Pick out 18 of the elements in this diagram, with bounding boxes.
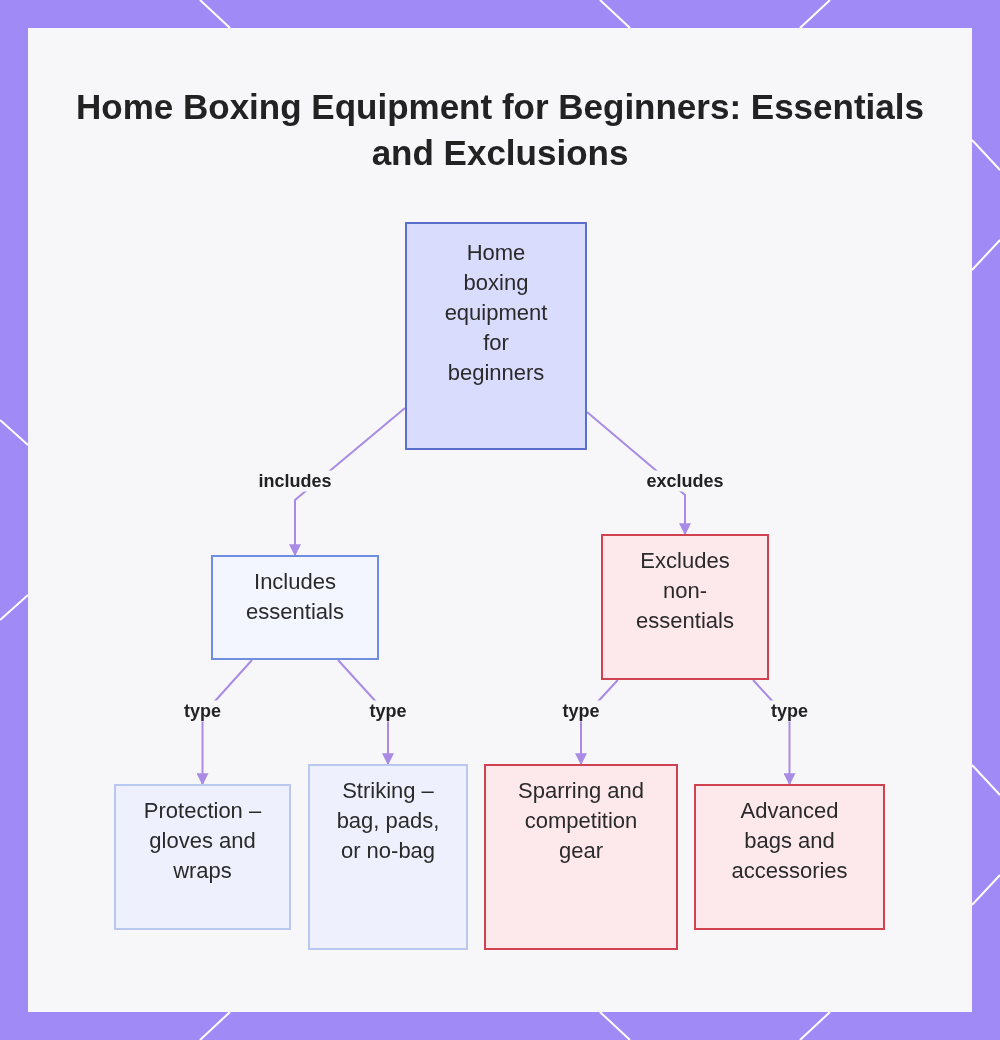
node-text: Advanced bags and accessories: [730, 797, 849, 885]
diagram-title: Home Boxing Equipment for Beginners: Essentials and Exclusions: [75, 86, 925, 174]
node-text: Protection – gloves and wraps: [142, 797, 263, 885]
edge-label: type: [768, 700, 811, 722]
concept-box: [405, 222, 587, 450]
edge-label: type: [181, 700, 224, 722]
concept-box: [114, 784, 291, 930]
concept-box: [211, 555, 379, 660]
concept-box: [694, 784, 885, 930]
node-text: Sparring and competition gear: [517, 777, 645, 865]
edge-label: type: [559, 700, 603, 722]
node-text: Striking – bag, pads, or no-bag: [335, 777, 441, 865]
concept-box: [601, 534, 769, 680]
node-text: Includes essentials: [245, 568, 345, 626]
node-text: Excludes non-essentials: [635, 547, 735, 635]
concept-box: [484, 764, 678, 950]
concept-box: [308, 764, 468, 950]
node-text: Home boxing equipment for beginners: [443, 239, 549, 387]
